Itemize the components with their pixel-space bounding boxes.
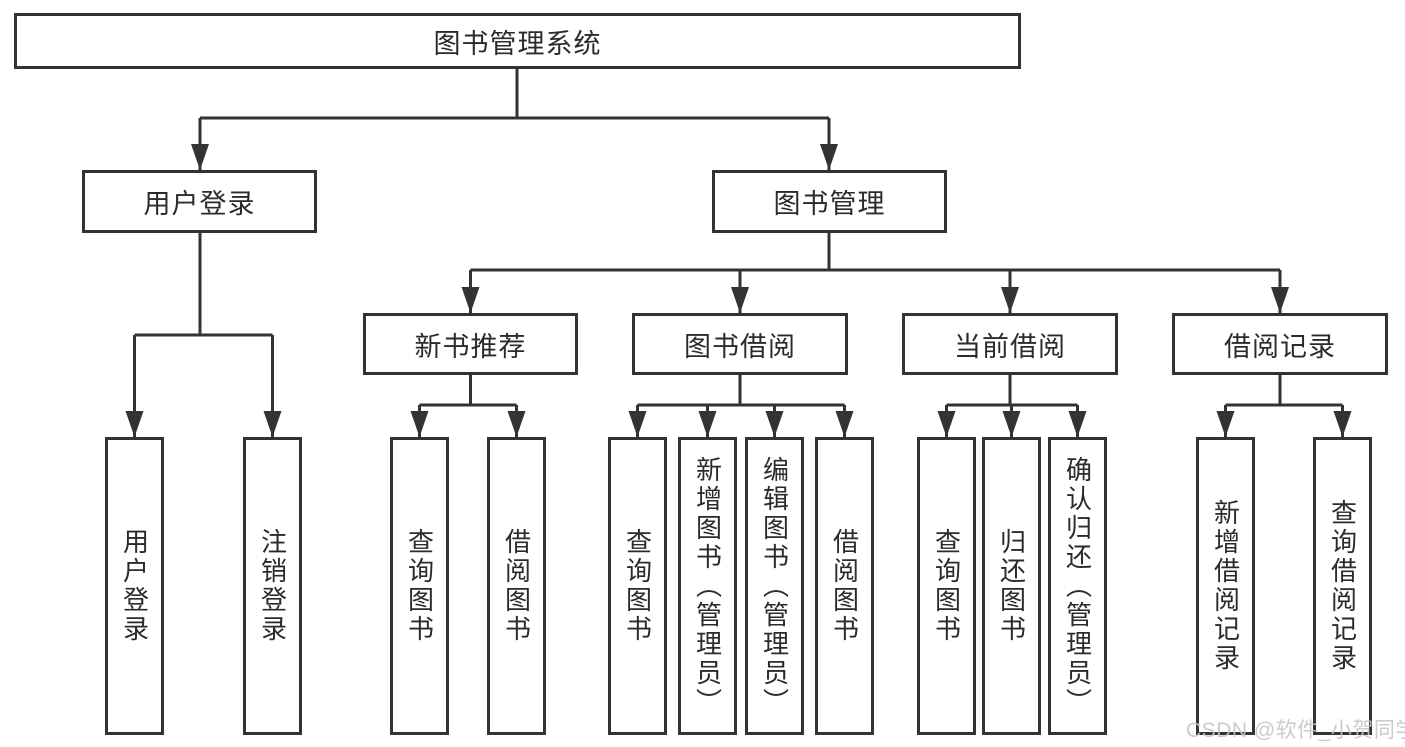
node-leaf-logout: 注销登录 [243, 437, 302, 735]
edges-new-book-recommend-children [410, 375, 526, 437]
leaf-label: 用户登录 [119, 528, 150, 644]
arrowhead [507, 411, 526, 437]
node-query-books-2: 查询图书 [608, 437, 667, 735]
node-add-borrow-record: 新增借阅记录 [1196, 437, 1255, 735]
arrowhead [1001, 287, 1019, 313]
node-query-borrow-record: 查询借阅记录 [1313, 437, 1372, 735]
leaf-label: 新增借阅记录 [1210, 499, 1241, 673]
arrowhead [1271, 287, 1289, 313]
leaf-label: 查询图书 [622, 528, 653, 644]
node-borrow-books-2: 借阅图书 [815, 437, 874, 735]
node-book-management: 图书管理 [712, 170, 947, 233]
leaf-label: 注销登录 [257, 528, 288, 644]
node-add-book-admin: 新增图书（管理员） [678, 437, 737, 735]
node-query-books-1: 查询图书 [390, 437, 449, 735]
arrowhead [191, 144, 209, 170]
node-current-borrowing: 当前借阅 [902, 313, 1118, 375]
leaf-label: 借阅图书 [501, 528, 532, 644]
arrowhead [125, 411, 144, 437]
node-user-login: 用户登录 [82, 170, 317, 233]
arrowhead [263, 411, 282, 437]
edges-borrowing-records-children [1216, 375, 1352, 437]
arrowhead [835, 411, 854, 437]
leaf-label: 编辑图书（管理员） [759, 455, 790, 717]
leaf-label: 归还图书 [996, 528, 1027, 644]
edges-book-borrowing-children [628, 375, 854, 437]
arrowhead [1216, 411, 1235, 437]
leaf-label: 查询图书 [404, 528, 435, 644]
node-return-books: 归还图书 [982, 437, 1041, 735]
node-edit-book-admin: 编辑图书（管理员） [745, 437, 804, 735]
leaf-label: 借阅图书 [829, 528, 860, 644]
node-confirm-return-admin: 确认归还（管理员） [1048, 437, 1107, 735]
edges-book-management-modules [461, 233, 1289, 313]
node-borrow-books-1: 借阅图书 [487, 437, 546, 735]
leaf-label: 查询图书 [931, 528, 962, 644]
arrowhead [461, 287, 480, 313]
arrowhead [410, 411, 429, 437]
arrowhead [1333, 411, 1352, 437]
arrowhead [937, 411, 956, 437]
arrowhead [1068, 411, 1087, 437]
arrowhead [698, 411, 717, 437]
edges-user-login-children [125, 233, 282, 437]
arrowhead [820, 144, 838, 170]
node-leaf-user-login: 用户登录 [105, 437, 164, 735]
node-new-book-recommend: 新书推荐 [363, 313, 578, 375]
edges-root-to-level2 [191, 69, 838, 170]
leaf-label: 查询借阅记录 [1327, 499, 1358, 673]
arrowhead [628, 411, 647, 437]
leaf-label: 确认归还（管理员） [1062, 455, 1093, 717]
arrowhead [731, 287, 749, 313]
node-borrowing-records: 借阅记录 [1172, 313, 1388, 375]
edges-current-borrowing-children [937, 375, 1087, 437]
arrowhead [1002, 411, 1021, 437]
node-library-management-system: 图书管理系统 [14, 13, 1021, 69]
arrowhead [765, 411, 784, 437]
leaf-label: 新增图书（管理员） [692, 455, 723, 717]
node-query-books-3: 查询图书 [917, 437, 976, 735]
node-book-borrowing: 图书借阅 [632, 313, 848, 375]
